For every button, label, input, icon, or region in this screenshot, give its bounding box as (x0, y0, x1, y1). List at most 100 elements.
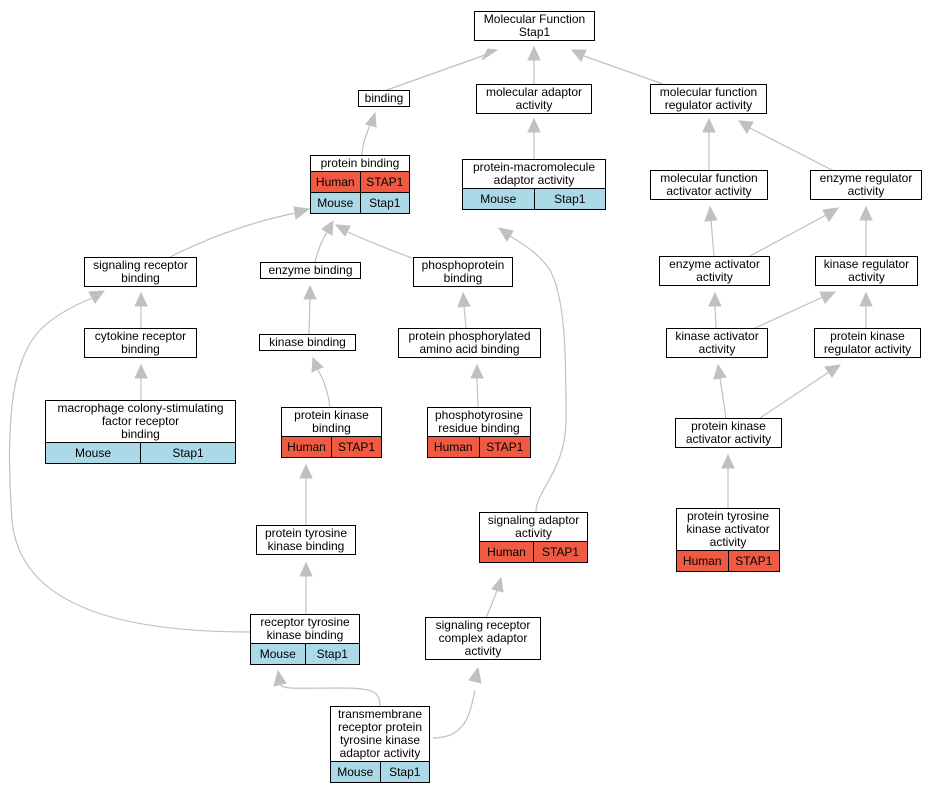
term-label: protein binding (320, 156, 400, 170)
go-term-protein-kinase-regulator-activity: protein kinase regulator activity (814, 328, 921, 358)
term-label: molecular function regulator activity (659, 85, 758, 112)
human-annotation-row: Human STAP1 (480, 541, 587, 562)
human-annotation-row: Human STAP1 (311, 171, 409, 192)
go-term-binding: binding (358, 90, 410, 107)
term-label: protein phosphorylated amino acid bindin… (408, 329, 531, 356)
go-term-signaling-receptor-complex-adaptor-activity: signaling receptor complex adaptor activ… (425, 617, 541, 660)
term-label: protein-macromolecule adaptor activity (472, 160, 596, 187)
edge-arrowhead (365, 111, 377, 128)
gene-symbol: Stap1 (533, 189, 606, 209)
edge-arrowhead (88, 290, 106, 304)
term-label: enzyme binding (268, 263, 353, 277)
term-label: signaling receptor complex adaptor activ… (435, 618, 531, 658)
edge-pk-bind-to-kin-bind (317, 369, 331, 408)
term-label: protein kinase activator activity (685, 419, 772, 446)
gene-symbol: Stap1 (379, 762, 430, 782)
term-label: phosphoprotein binding (421, 258, 505, 285)
edge-enz-bind-to-prot-bind (314, 231, 328, 263)
edge-arrowhead (311, 356, 324, 373)
edge-phos-aa-to-phospho (463, 305, 467, 329)
go-term-kinase-regulator-activity: kinase regulator activity (815, 256, 918, 286)
edge-arrowhead (859, 205, 873, 221)
edge-arrowhead (822, 207, 840, 222)
term-label: protein kinase regulator activity (823, 329, 912, 356)
edge-binding-to-root (383, 54, 486, 92)
edge-arrowhead (527, 117, 541, 133)
species-label: Human (315, 174, 355, 189)
edge-enz-act-to-enz-reg (749, 214, 827, 257)
gene-symbol: Stap1 (140, 443, 235, 463)
edge-sig-rec-to-prot-bind (169, 212, 297, 258)
edge-ptyr-to-phos-aa (476, 377, 479, 408)
go-term-protein-kinase-activator-activity: protein kinase activator activity (675, 418, 782, 448)
go-term-enzyme-activator-activity: enzyme activator activity (659, 256, 770, 286)
term-label: receptor tyrosine kinase binding (260, 615, 350, 642)
species-label: Human (287, 439, 326, 454)
term-label: kinase activator activity (675, 329, 759, 356)
edge-rtk-to-sig-rec (8, 297, 251, 633)
go-term-molecular-function-regulator-activity: molecular function regulator activity (650, 84, 767, 114)
edge-arrowhead (457, 291, 471, 308)
edge-arrowhead (134, 363, 148, 379)
term-label: protein tyrosine kinase activator activi… (686, 509, 770, 549)
term-label: signaling adaptor activity (487, 513, 580, 540)
edge-arrowhead (824, 364, 842, 378)
term-label: enzyme activator activity (669, 257, 760, 284)
go-term-protein-tyrosine-kinase-activator-activity: protein tyrosine kinase activator activi… (676, 508, 780, 572)
edge-enz-reg-to-mf-reg (749, 127, 833, 171)
term-label: kinase binding (269, 335, 346, 349)
edge-arrowhead (468, 666, 482, 684)
term-label: enzyme regulator activity (819, 171, 913, 198)
term-label: Molecular Function Stap1 (483, 12, 586, 39)
term-label: molecular function activator activity (660, 171, 758, 198)
mouse-annotation-row: Mouse Stap1 (46, 442, 235, 463)
term-label: molecular adaptor activity (485, 85, 583, 112)
edge-arrowhead (708, 291, 722, 307)
go-term-protein-phosphorylated-amino-acid-binding: protein phosphorylated amino acid bindin… (398, 328, 541, 358)
edge-arrowhead (303, 284, 317, 300)
species-label: Human (487, 544, 526, 559)
term-label: protein tyrosine kinase binding (264, 526, 348, 553)
edge-arrowhead (738, 120, 754, 134)
species-label: Mouse (317, 195, 354, 210)
gene-symbol: STAP1 (533, 542, 587, 562)
edge-arrowhead (470, 363, 484, 379)
species-label: Human (682, 553, 722, 568)
species-label: Mouse (480, 191, 517, 206)
edge-arrowhead (299, 561, 313, 577)
gene-symbol: Stap1 (304, 644, 360, 664)
term-label: signaling receptor binding (93, 258, 188, 285)
edge-arrowhead (134, 291, 148, 307)
edge-sig-adaptor-to-prot-macro (509, 235, 567, 513)
gene-symbol: STAP1 (359, 172, 410, 192)
term-label: transmembrane receptor protein tyrosine … (337, 707, 423, 760)
edge-arrowhead (299, 463, 313, 479)
go-term-signaling-receptor-binding: signaling receptor binding (84, 257, 197, 287)
go-term-molecular-function-activator-activity: molecular function activator activity (650, 170, 768, 200)
species-label: Mouse (74, 445, 112, 460)
edge-pk-act-to-pk-reg (759, 371, 830, 419)
edge-arrowhead (702, 117, 716, 133)
term-label: protein kinase binding (294, 408, 369, 435)
go-term-enzyme-binding: enzyme binding (260, 262, 361, 279)
go-term-protein-tyrosine-kinase-binding: protein tyrosine kinase binding (256, 525, 356, 555)
go-term-phosphoprotein-binding: phosphoprotein binding (413, 257, 513, 287)
edge-arrowhead (321, 219, 334, 236)
edge-arrowhead (819, 291, 837, 304)
edge-arrowhead (570, 49, 587, 62)
edge-kin-act-to-enz-act (714, 305, 717, 329)
go-term-molecular-function-root: Molecular Function Stap1 (474, 11, 595, 41)
gene-symbol: Stap1 (359, 193, 410, 213)
species-label: Human (433, 439, 473, 454)
go-term-cytokine-receptor-binding: cytokine receptor binding (84, 328, 197, 358)
edge-kin-act-to-kin-reg (754, 296, 824, 329)
go-term-molecular-adaptor-activity: molecular adaptor activity (476, 84, 592, 114)
